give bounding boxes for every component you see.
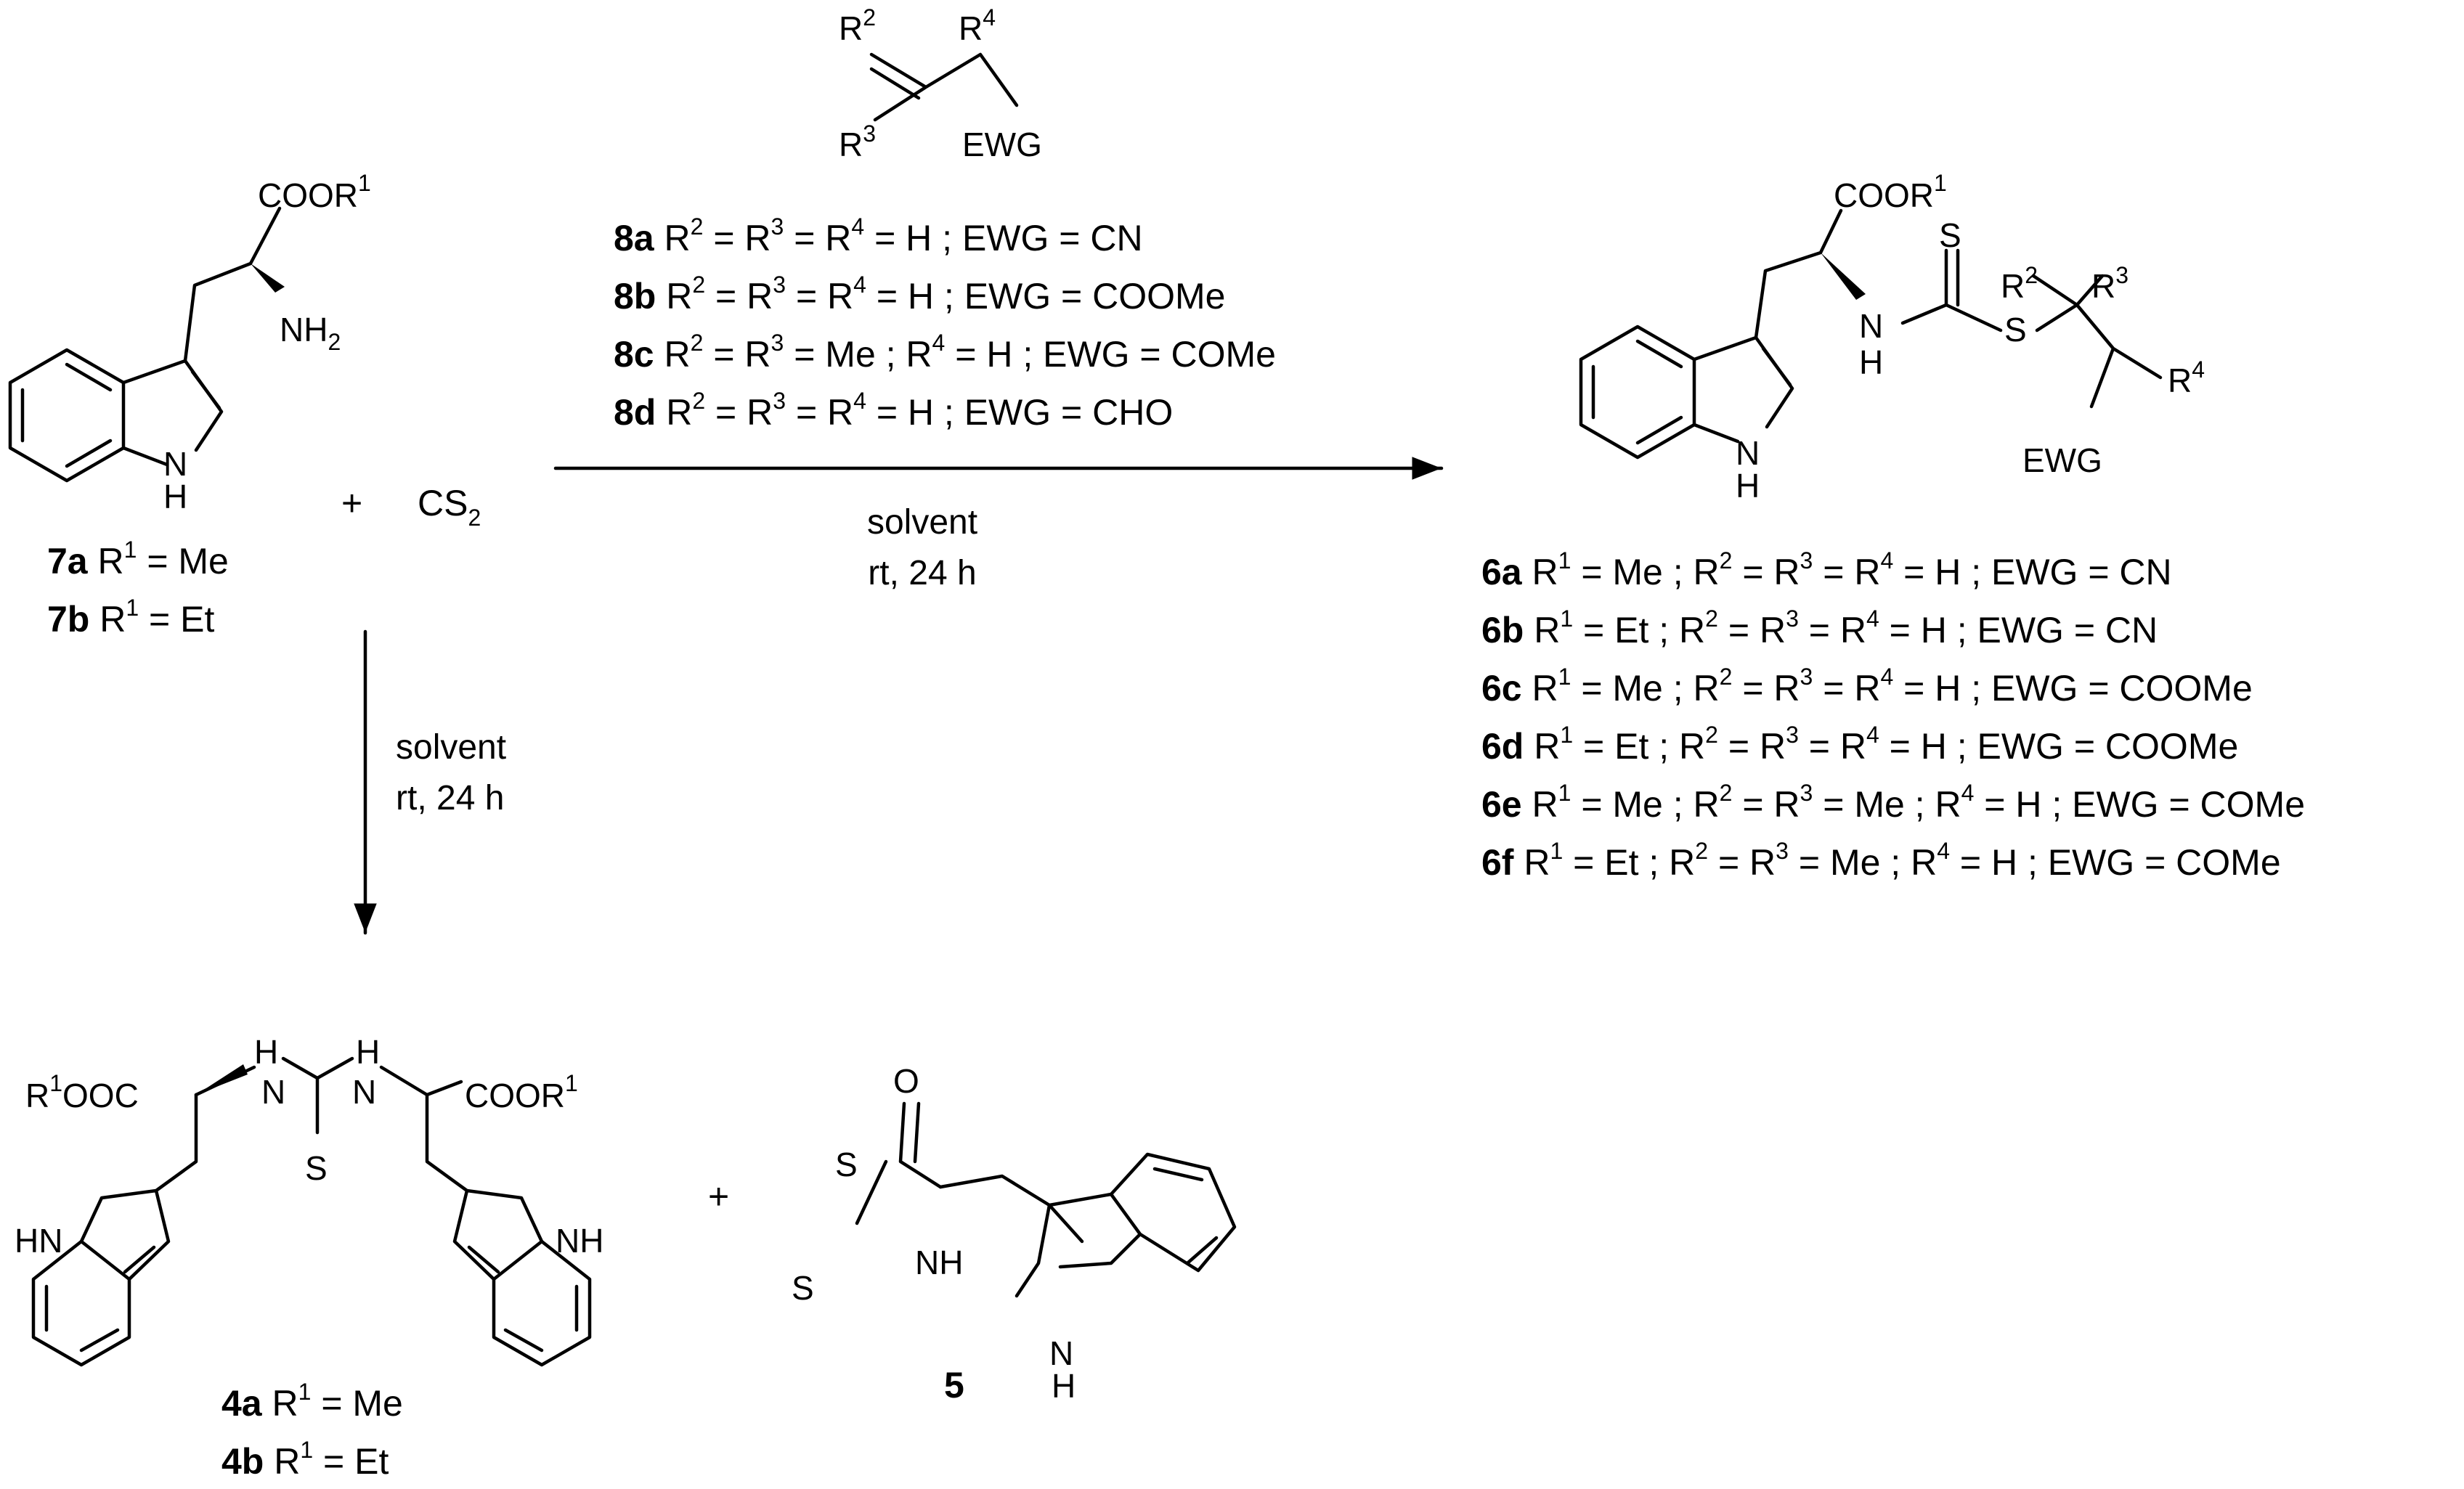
svg-text:COOR1: COOR1	[465, 1070, 578, 1114]
label-6f: 6f R1 = Et ; R2 = R3 = Me ; R4 = H ; EWG…	[1481, 838, 2281, 883]
label-7a: 7a R1 = Me	[47, 537, 229, 582]
definitions-8: 8a R2 = R3 = R4 = H ; EWG = CN 8b R2 = R…	[614, 213, 1276, 433]
svg-text:R4: R4	[959, 4, 996, 47]
svg-text:S: S	[2004, 311, 2027, 348]
svg-text:H: H	[356, 1033, 380, 1071]
svg-text:R3: R3	[839, 121, 876, 163]
svg-text:EWG: EWG	[2022, 441, 2102, 479]
svg-text:EWG: EWG	[962, 126, 1042, 163]
labels-6: 6a R1 = Me ; R2 = R3 = R4 = H ; EWG = CN…	[1481, 547, 2305, 883]
thiazolidinone-5: O S S NH N H	[792, 1062, 1237, 1405]
svg-text:R2: R2	[2001, 262, 2038, 305]
svg-text:NH: NH	[556, 1222, 603, 1260]
svg-text:S: S	[835, 1146, 858, 1183]
svg-text:N: N	[1736, 434, 1760, 472]
svg-text:H: H	[163, 478, 187, 515]
label-7b: 7b R1 = Et	[47, 595, 214, 640]
labels-4: 4a R1 = Me 4b R1 = Et	[221, 1379, 403, 1482]
arrow-down-solvent: solvent	[396, 728, 506, 767]
label-6d: 6d R1 = Et ; R2 = R3 = R4 = H ; EWG = CO…	[1481, 722, 2238, 767]
label-5: 5	[944, 1365, 964, 1406]
label-4b: 4b R1 = Et	[221, 1437, 389, 1482]
dithiocarbamate-6: COOR1 N H S S R2 R3 R4 EWG N H	[1579, 170, 2205, 505]
arrow-right-time: rt, 24 h	[868, 554, 976, 592]
svg-text:R4: R4	[2168, 356, 2205, 399]
svg-text:N: N	[1049, 1334, 1073, 1372]
svg-text:7b R1 = Et: 7b R1 = Et	[47, 595, 214, 640]
def-8c: 8c R2 = R3 = Me ; R4 = H ; EWG = COMe	[614, 330, 1276, 375]
svg-text:S: S	[792, 1269, 814, 1307]
svg-text:N: N	[352, 1073, 376, 1111]
thiourea-4: R1OOC H N H N S COOR1 HN NH	[15, 1033, 603, 1367]
label-6b: 6b R1 = Et ; R2 = R3 = R4 = H ; EWG = CN	[1481, 605, 2158, 650]
arrow-down-time: rt, 24 h	[396, 779, 504, 817]
alkene-8: R2 R4 R3 EWG	[839, 4, 1042, 163]
label-6c: 6c R1 = Me ; R2 = R3 = R4 = H ; EWG = CO…	[1481, 664, 2253, 709]
svg-text:N: N	[1859, 307, 1883, 345]
label-4a: 4a R1 = Me	[221, 1379, 403, 1424]
indole-nh-7: N H	[163, 445, 187, 515]
svg-text:R3: R3	[2091, 262, 2128, 305]
label-6e: 6e R1 = Me ; R2 = R3 = Me ; R4 = H ; EWG…	[1481, 780, 2305, 825]
plus-sign-1: +	[341, 483, 362, 523]
svg-text:H: H	[1736, 467, 1760, 505]
svg-text:7a R1 = Me: 7a R1 = Me	[47, 537, 229, 582]
tryptophan-ester-7: N H COOR1 NH2	[8, 170, 371, 515]
svg-text:N: N	[261, 1073, 285, 1111]
svg-text:S: S	[305, 1149, 328, 1187]
svg-text:HN: HN	[15, 1222, 62, 1260]
amine-label-7: NH2	[280, 311, 341, 355]
def-8a: 8a R2 = R3 = R4 = H ; EWG = CN	[614, 213, 1143, 258]
svg-text:H: H	[254, 1033, 278, 1071]
def-8d: 8d R2 = R3 = R4 = H ; EWG = CHO	[614, 388, 1173, 433]
svg-text:S: S	[1939, 216, 1961, 254]
ester-label-7: COOR1	[258, 170, 371, 214]
svg-text:NH: NH	[915, 1244, 963, 1281]
svg-text:R1OOC: R1OOC	[25, 1070, 139, 1114]
label-6a: 6a R1 = Me ; R2 = R3 = R4 = H ; EWG = CN	[1481, 547, 2172, 592]
arrow-right-solvent: solvent	[867, 503, 977, 542]
svg-text:R2: R2	[839, 4, 876, 47]
svg-text:N: N	[163, 445, 187, 483]
svg-text:O: O	[893, 1062, 919, 1100]
ester-label-6: COOR1	[1834, 170, 1947, 214]
svg-text:H: H	[1052, 1367, 1076, 1405]
svg-text:H: H	[1859, 343, 1883, 381]
plus-sign-2: +	[708, 1176, 729, 1217]
cs2-label: CS2	[418, 483, 481, 531]
def-8b: 8b R2 = R3 = R4 = H ; EWG = COOMe	[614, 272, 1225, 317]
